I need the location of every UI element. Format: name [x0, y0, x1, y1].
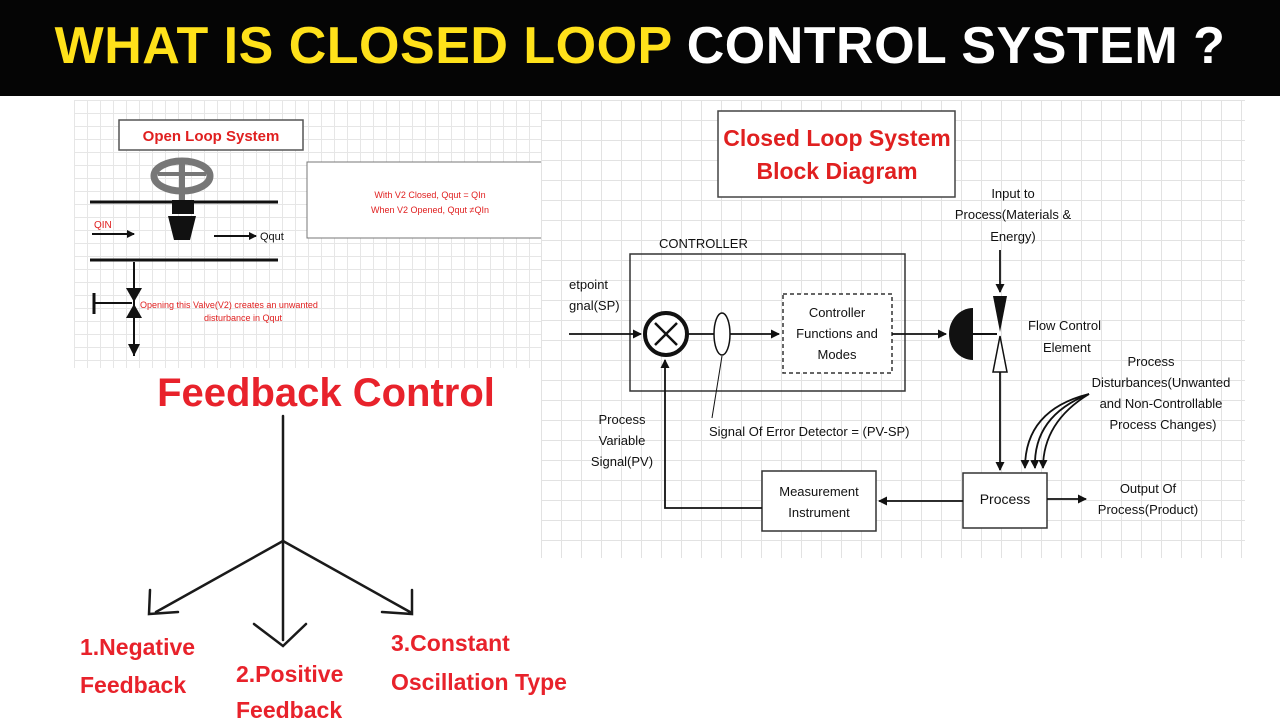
negative-feedback-line-2: Feedback	[80, 672, 186, 698]
disturbance-line-2: Disturbances(Unwanted	[1092, 375, 1231, 390]
disturbance-line-3: and Non-Controllable	[1100, 396, 1223, 411]
open-loop-title-box	[118, 119, 304, 151]
measurement-line-1: Measurement	[779, 484, 859, 499]
disturbance-line-4: Process Changes)	[1110, 417, 1217, 432]
valve-stem	[172, 200, 194, 214]
error-detector-icon	[713, 312, 731, 356]
controller-box-line-3: Modes	[817, 347, 857, 362]
page-title-rest: CONTROL SYSTEM ?	[686, 17, 1226, 75]
valve-note-line-2: disturbance in Qqut	[204, 313, 283, 323]
controller-label: CONTROLLER	[659, 236, 748, 251]
closed-loop-panel: Closed Loop System Block Diagram CONTROL…	[541, 100, 1245, 558]
drain-valve-bottom-icon	[126, 304, 142, 318]
pv-line-3: Signal(PV)	[591, 454, 653, 469]
measurement-instrument-box	[761, 470, 877, 532]
drain-valve-top-icon	[126, 288, 142, 302]
closed-loop-title-box	[717, 110, 956, 198]
valve-note-line-1: Opening this Valve(V2) creates an unwant…	[140, 300, 318, 310]
flow-control-line-2: Element	[1043, 340, 1091, 355]
pv-line-2: Variable	[599, 433, 646, 448]
feedback-path-arrow	[660, 359, 762, 509]
pv-line-1: Process	[599, 412, 646, 427]
process-label: Process	[980, 491, 1031, 507]
error-label-pointer	[711, 355, 723, 419]
constant-oscillation-line-2: Oscillation Type	[391, 669, 567, 695]
open-loop-diagram: Open Loop System QIN Qqut With V2 Closed…	[90, 119, 554, 356]
controller-box-line-1: Controller	[809, 305, 866, 320]
feedback-tree-lines	[147, 414, 414, 648]
output-line-2: Process(Product)	[1098, 502, 1198, 517]
disturbance-line-1: Process	[1128, 354, 1175, 369]
info-line-1: With V2 Closed, Qqut = QIn	[374, 190, 485, 200]
flow-control-line-1: Flow Control	[1028, 318, 1101, 333]
valve-plug-icon	[168, 216, 196, 240]
measurement-line-2: Instrument	[788, 505, 850, 520]
feedback-title: Feedback Control	[157, 371, 495, 415]
input-line-1: Input to	[991, 186, 1034, 201]
controller-box-line-2: Functions and	[796, 326, 878, 341]
setpoint-label-line-2: gnal(SP)	[569, 298, 620, 313]
disturbance-arrow-3	[1038, 393, 1090, 469]
closed-loop-title-line-2: Block Diagram	[756, 158, 917, 184]
title-banner: WHAT IS CLOSED LOOP CONTROL SYSTEM ?	[0, 0, 1280, 96]
constant-oscillation-line-1: 3.Constant	[391, 630, 510, 656]
flow-control-valve-icon	[949, 296, 1008, 373]
output-line-1: Output Of	[1120, 481, 1177, 496]
error-signal-label: Signal Of Error Detector = (PV-SP)	[709, 424, 909, 439]
disturbance-arrow-2	[1030, 393, 1090, 469]
open-loop-info-box	[306, 161, 554, 239]
open-loop-panel: Open Loop System QIN Qqut With V2 Closed…	[74, 100, 570, 368]
disturbance-arrow-1	[1020, 393, 1090, 469]
positive-feedback-line-1: 2.Positive	[236, 661, 343, 687]
page-title: WHAT IS CLOSED LOOP CONTROL SYSTEM ?	[0, 14, 1280, 78]
page-title-highlight: WHAT IS CLOSED LOOP	[54, 17, 672, 75]
qout-label: Qqut	[260, 231, 284, 243]
input-line-3: Energy)	[990, 229, 1036, 244]
info-line-2: When V2 Opened, Qqut ≠QIn	[371, 205, 489, 215]
closed-loop-diagram: Closed Loop System Block Diagram CONTROL…	[569, 110, 1231, 532]
negative-feedback-line-1: 1.Negative	[80, 634, 195, 660]
drain-arrow-icon	[128, 344, 140, 356]
qin-label: QIN	[94, 220, 112, 231]
open-loop-title: Open Loop System	[143, 128, 280, 145]
closed-loop-title-line-1: Closed Loop System	[723, 125, 950, 151]
controller-enclosure	[629, 253, 906, 392]
setpoint-label-line-1: etpoint	[569, 277, 608, 292]
input-line-2: Process(Materials &	[955, 207, 1072, 222]
positive-feedback-line-2: Feedback	[236, 697, 342, 720]
handwheel-icon	[150, 157, 214, 200]
process-box	[962, 472, 1048, 529]
